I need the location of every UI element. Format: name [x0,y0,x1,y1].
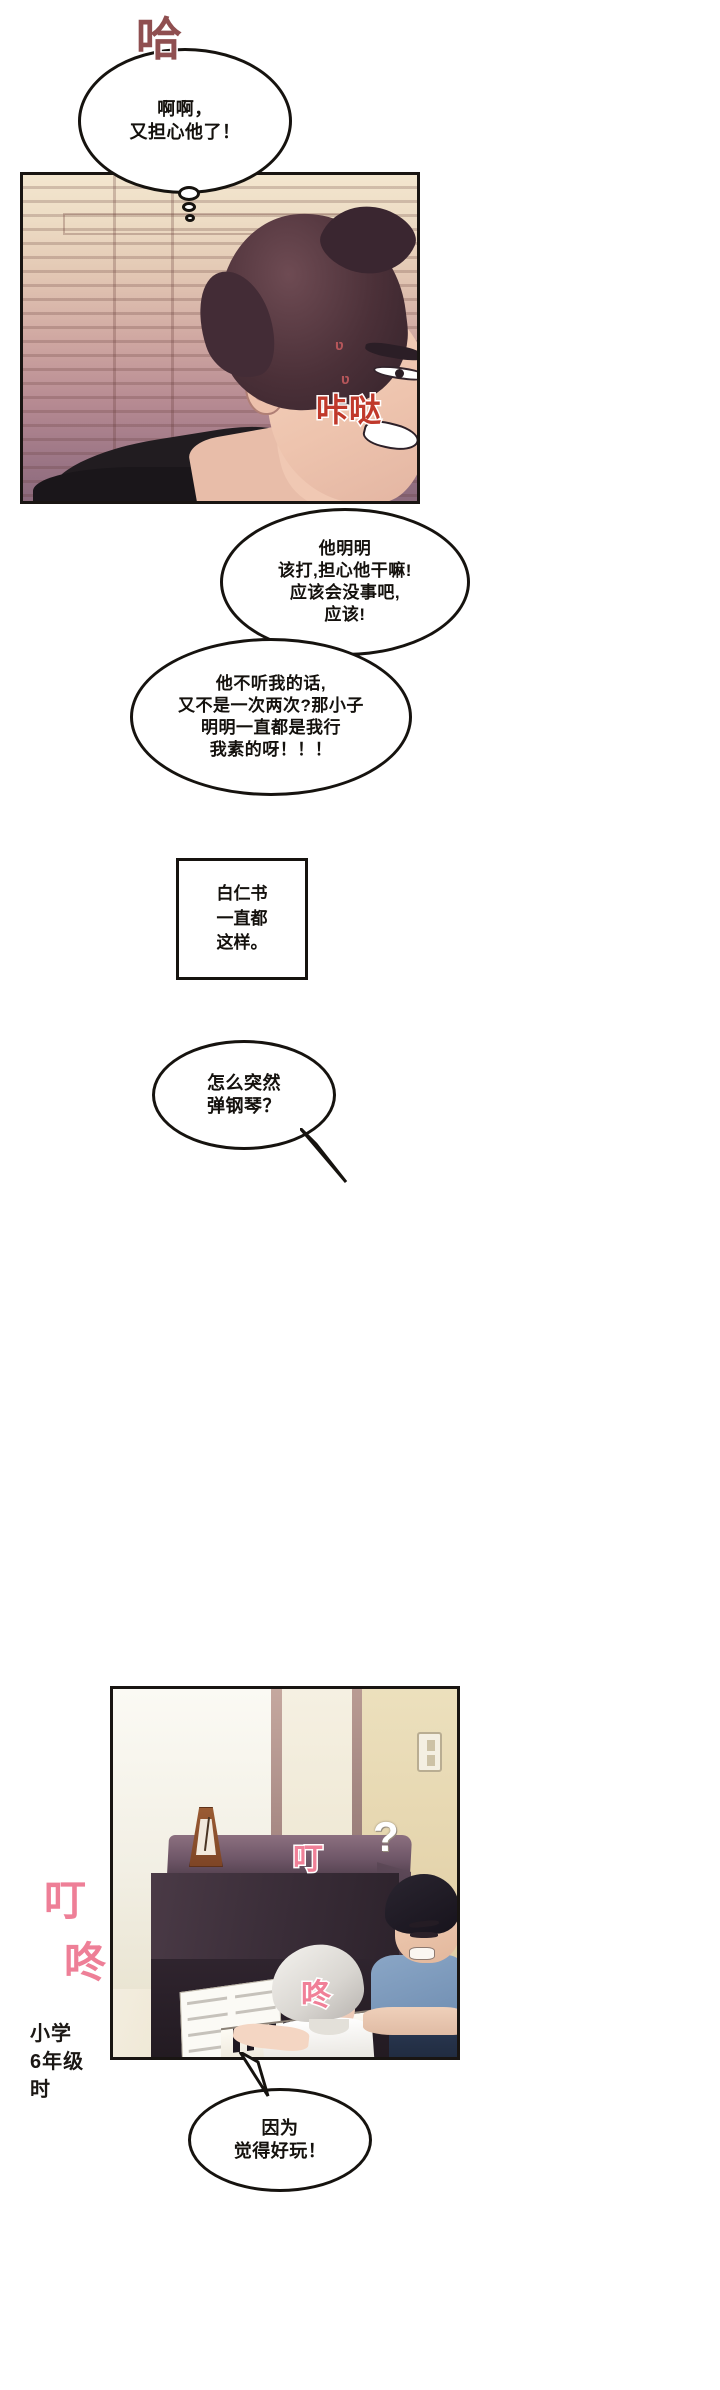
piano-sfx-ding-left: 叮 [42,1877,88,1924]
speech-bubble-because-fun: 因为 觉得好玩！ [188,2088,372,2192]
window-mullion-1 [271,1689,282,1954]
blind-vertical-2 [171,175,174,501]
caption-grade-six: 小学 6年级 时 [30,2023,85,2101]
watcher-mouth [409,1947,435,1960]
piano-sfx-ding-inside: 叮 [292,1843,325,1876]
sweat-drop-1: ʋ [335,337,344,354]
question-mark-icon: ? [373,1813,399,1860]
blind-vertical-1 [113,175,116,501]
watcher-eye [410,1932,438,1938]
thought-bubble-never-listens: 他不听我的话, 又不是一次两次?那小子 明明一直都是我行 我素的呀！！！ [130,638,412,796]
watcher-arms [363,2007,457,2035]
sweat-drop-2: ʋ [341,371,350,388]
speech-tail-why-piano [300,1128,348,1183]
man-pupil [395,369,404,378]
thought-tail-dot-large [178,186,200,201]
laugh-sfx-top: 哈 [135,13,184,65]
panel-piano-room: ? 叮 咚 [110,1686,460,2060]
piano-sfx-dong-inside: 咚 [300,1979,333,2012]
panel-man-by-blinds: ʋ ʋ [20,172,420,504]
piano-sfx-dong-left: 咚 [62,1939,108,1986]
thought-tail-dot-medium [182,202,196,212]
speech-bubble-why-piano: 怎么突然 弹钢琴？ [152,1040,336,1150]
thought-bubble-worry: 啊啊， 又担心他了！ [78,48,292,194]
click-sfx-panel1: 咔哒 [314,392,383,428]
window-mullion-2 [352,1689,362,1941]
caption-baek-in-seo: 白仁书 一直都 这样。 [176,858,308,980]
speech-tail-because-fun [238,2052,270,2097]
light-switch[interactable] [417,1732,442,1772]
thought-tail-dot-small [185,214,195,222]
pianist-collar [309,2019,349,2035]
thought-bubble-deserve-beating: 他明明 该打,担心他干嘛! 应该会没事吧, 应该! [220,508,470,656]
